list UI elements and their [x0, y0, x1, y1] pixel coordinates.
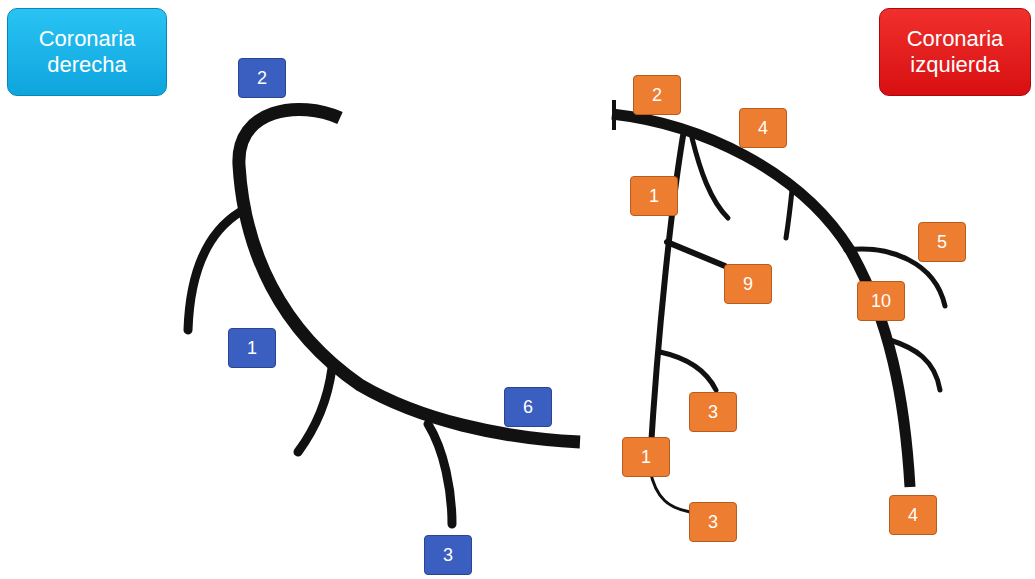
artery-branch	[188, 212, 240, 330]
callout-number: 3	[689, 502, 737, 542]
callout-number: 3	[689, 392, 737, 432]
callout-number: 1	[630, 176, 678, 216]
callout-number: 6	[504, 387, 552, 427]
node-text: 2	[257, 69, 267, 87]
title-box: Coronaria derecha	[7, 8, 167, 96]
node-text: 3	[708, 403, 718, 421]
callout-number: 1	[622, 437, 670, 477]
node-text: Coronaria derecha	[18, 26, 156, 79]
node-text: Coronaria izquierda	[890, 26, 1020, 79]
node-text: 6	[523, 398, 533, 416]
artery-branch	[890, 340, 940, 390]
node-text: 4	[758, 119, 768, 137]
artery-path	[239, 109, 580, 442]
node-text: 1	[247, 339, 257, 357]
node-text: 4	[908, 506, 918, 524]
callout-number: 1	[228, 328, 276, 368]
artery-branch	[298, 368, 332, 452]
callout-number: 4	[739, 108, 787, 148]
node-text: 9	[743, 275, 753, 293]
node-text: 2	[652, 86, 662, 104]
artery-branch	[692, 138, 728, 218]
callout-number: 5	[918, 222, 966, 262]
node-text: 3	[708, 513, 718, 531]
callout-number: 10	[857, 281, 905, 321]
title-box: Coronaria izquierda	[879, 8, 1031, 96]
callout-number: 4	[889, 495, 937, 535]
node-text: 10	[871, 292, 891, 310]
node-text: 5	[937, 233, 947, 251]
artery-branch	[667, 242, 725, 266]
artery-path	[612, 114, 910, 487]
node-text: 3	[443, 546, 453, 564]
callout-number: 2	[633, 75, 681, 115]
artery-branch	[786, 190, 792, 238]
artery-branch	[428, 424, 452, 524]
artery-branch	[660, 352, 716, 390]
node-text: 1	[641, 448, 651, 466]
callout-number: 3	[424, 535, 472, 575]
callout-number: 9	[724, 264, 772, 304]
callout-number: 2	[238, 58, 286, 98]
node-text: 1	[649, 187, 659, 205]
artery-cap	[612, 100, 616, 130]
